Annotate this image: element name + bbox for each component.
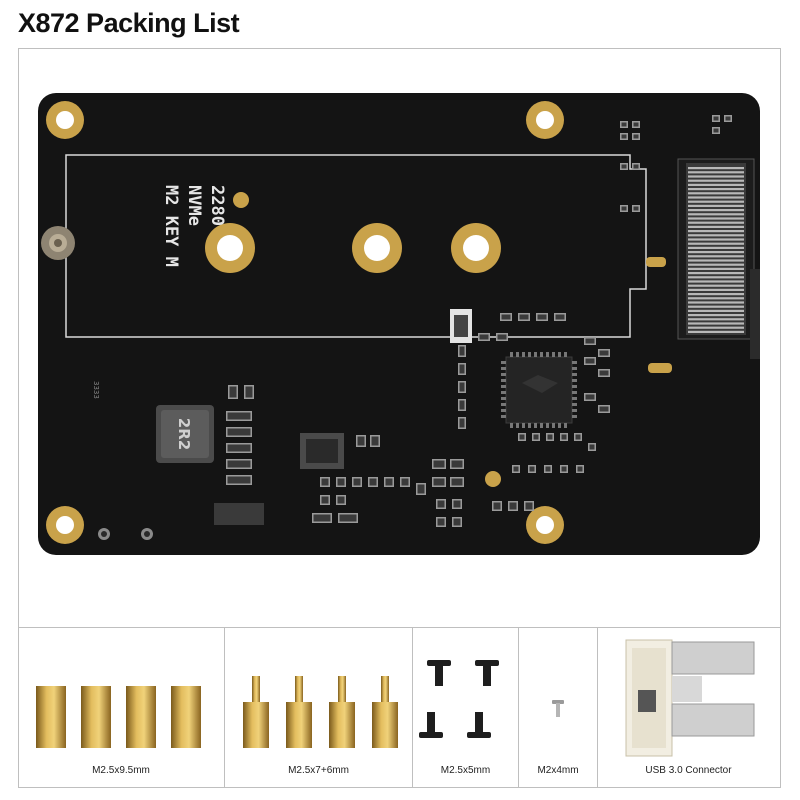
accessory-label: M2.5x5mm	[440, 765, 491, 776]
brass-standoff-icon	[36, 686, 201, 748]
male-female-standoff-icon	[243, 676, 398, 748]
accessory-label: M2x4mm	[537, 765, 579, 776]
accessory-label: USB 3.0 Connector	[645, 765, 732, 776]
mounting-holes	[46, 101, 564, 544]
controller-chip	[505, 356, 573, 424]
gold-pad	[646, 257, 666, 267]
accessory-cell: M2x4mm	[519, 628, 598, 788]
inductor: 2R2	[156, 405, 214, 463]
black-screw-icon	[419, 660, 499, 738]
inductor-label: 2R2	[175, 418, 193, 450]
silkscreen-line-1: M2 KEY M	[161, 185, 181, 267]
accessory-cell: M2.5x9.5mm	[18, 628, 225, 788]
accessory-cell: M2.5x5mm	[413, 628, 519, 788]
accessory-cell: M2.5x7+6mm	[225, 628, 413, 788]
regulator-ic	[214, 503, 264, 525]
usb-connector-icon	[625, 639, 755, 757]
gold-pad	[648, 363, 672, 373]
accessory-label: M2.5x7+6mm	[288, 765, 349, 776]
m2-connector-pins	[688, 167, 744, 333]
standoff-pads	[205, 192, 501, 487]
accessory-label: M2.5x9.5mm	[92, 765, 150, 776]
m2-slot-outline	[65, 154, 647, 338]
controller-chip-pins	[501, 352, 577, 428]
packing-list-frame	[18, 48, 781, 788]
silkscreen-line-3: 2280	[207, 185, 227, 226]
screw-head	[41, 226, 75, 260]
mark-text: 3333	[92, 381, 100, 399]
pcb-board: M2 KEY M NVMe 2280 2R2	[38, 93, 760, 555]
smd-components	[226, 115, 732, 527]
page-title: X872 Packing List	[18, 8, 240, 38]
silkscreen-line-2: NVMe	[184, 185, 204, 226]
accessory-list: M2.5x9.5mm M2.5x7+6mm	[18, 627, 781, 788]
small-screw-icon	[552, 700, 564, 717]
accessory-cell: USB 3.0 Connector	[598, 628, 779, 788]
